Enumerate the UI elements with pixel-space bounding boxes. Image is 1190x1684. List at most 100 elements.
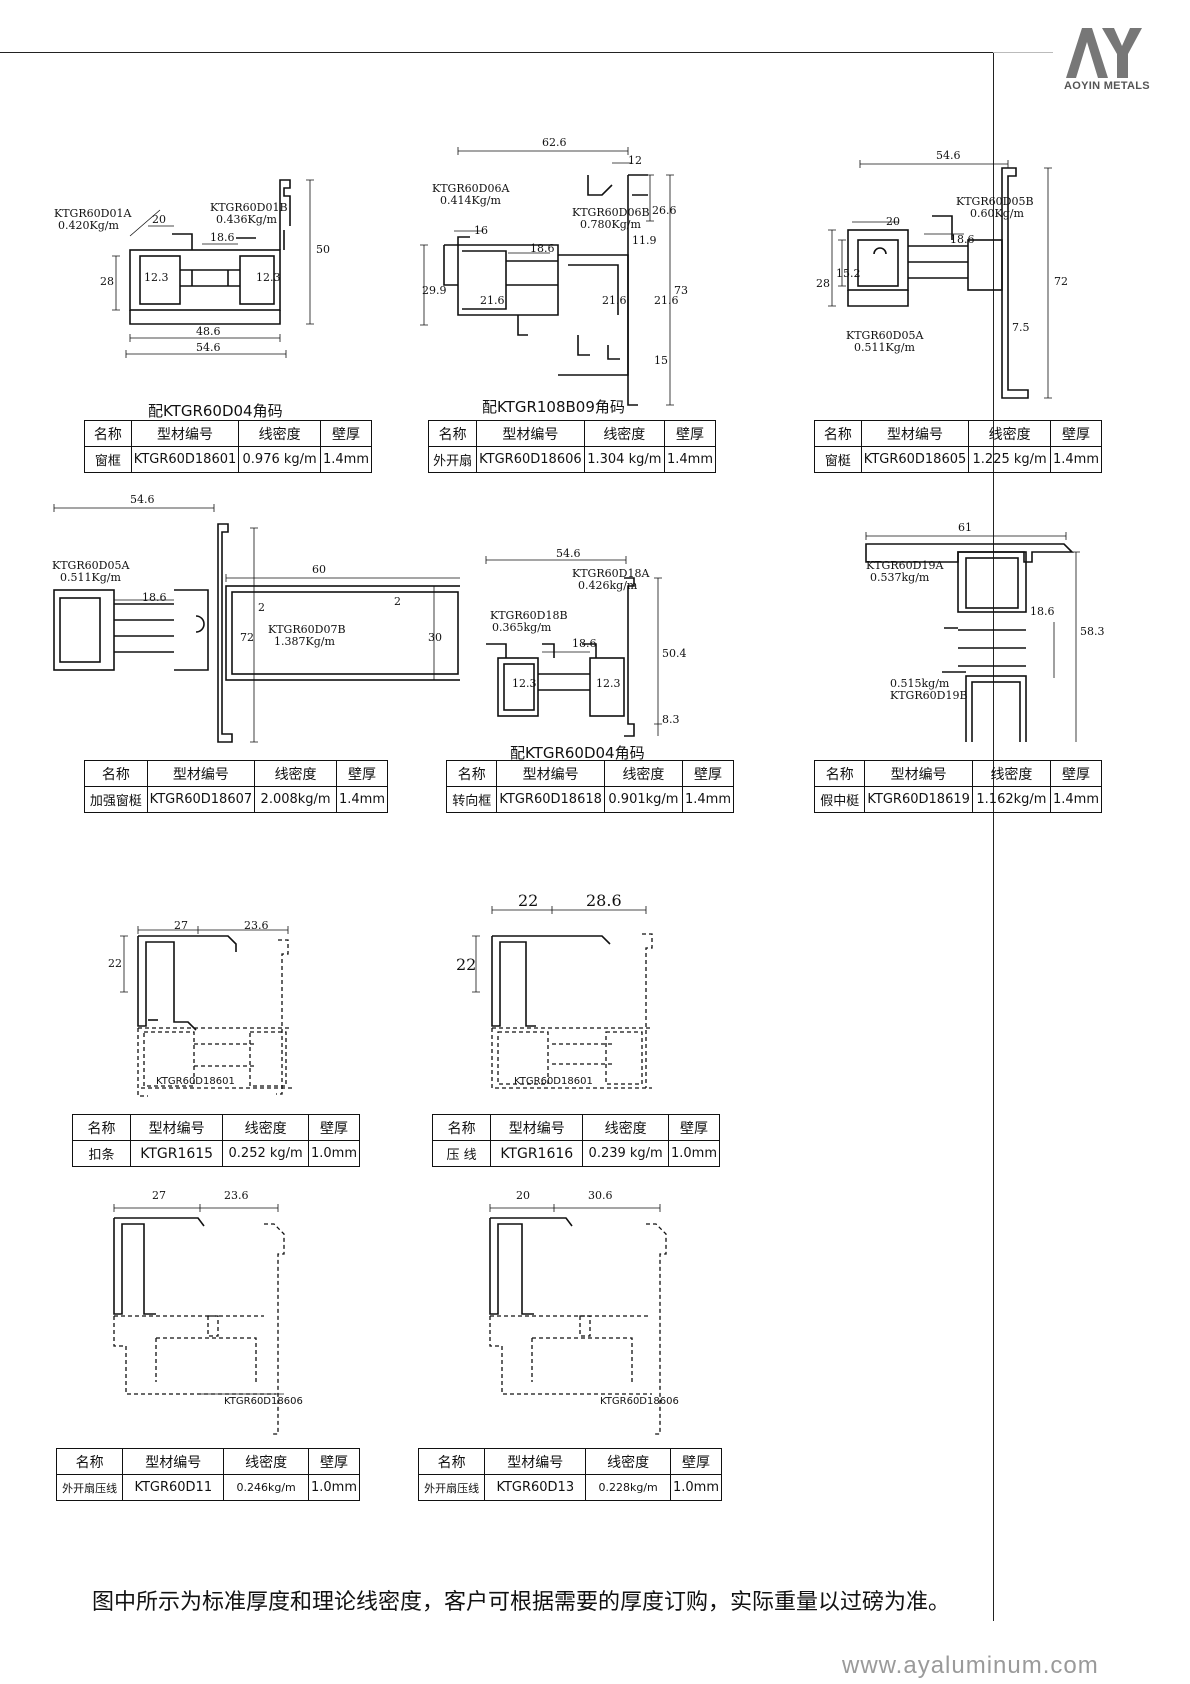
- th-wall: 壁厚: [669, 1448, 723, 1475]
- td-name: 窗梃: [814, 446, 862, 473]
- profile-drawing-1: KTGR60D01A 0.420Kg/m KTGR60D01B 0.436Kg/…: [52, 160, 352, 390]
- dim-6-b: 18.6: [1030, 605, 1055, 618]
- th-wall: 壁厚: [667, 1114, 721, 1141]
- dim-4-a: 54.6: [130, 493, 155, 506]
- td-name: 加强窗梃: [84, 786, 148, 813]
- th-name: 名称: [417, 1448, 486, 1475]
- dim-4-b: 18.6: [142, 591, 167, 604]
- td-name: 外开扇压线: [55, 1474, 124, 1501]
- th-density: 线密度: [223, 1448, 309, 1475]
- td-wall: 1.4mm: [681, 786, 735, 813]
- th-density: 线密度: [968, 420, 1051, 447]
- td-code: KTGR60D18605: [860, 446, 970, 473]
- website-url[interactable]: www.ayaluminum.com: [842, 1652, 1099, 1679]
- dim-2-d: 16: [474, 224, 488, 237]
- profile-label-7-a: KTGR60D18601: [156, 1076, 235, 1087]
- dim-3-c: 18.6: [950, 233, 975, 246]
- td-wall: 1.0mm: [667, 1140, 721, 1167]
- dim-4-c: 60: [312, 563, 326, 576]
- td-density: 0.228kg/m: [585, 1474, 671, 1501]
- profile-label-6-d: KTGR60D19B: [890, 689, 968, 702]
- th-wall: 壁厚: [1049, 760, 1103, 787]
- dim-3-e: 15.2: [836, 267, 861, 280]
- profile-drawing-7: KTGR60D18601 27 23.6 22: [108, 920, 328, 1100]
- dim-7-a: 27: [174, 919, 188, 932]
- td-code: KTGR60D11: [122, 1474, 225, 1501]
- profile-drawing-2: KTGR60D06A 0.414Kg/m KTGR60D06B 0.780Kg/…: [418, 135, 718, 415]
- td-wall: 1.0mm: [307, 1140, 361, 1167]
- th-code: 型材编号: [864, 760, 973, 787]
- td-wall: 1.4mm: [1049, 446, 1103, 473]
- dim-3-f: 72: [1054, 275, 1068, 288]
- td-name: 转向框: [445, 786, 498, 813]
- th-name: 名称: [84, 760, 148, 787]
- dim-4-d: 2: [258, 601, 265, 614]
- dim-5-a: 54.6: [556, 547, 581, 560]
- profile-drawing-3: KTGR60D05B 0.60Kg/m KTGR60D05A 0.511Kg/m…: [812, 150, 1092, 400]
- td-density: 1.162kg/m: [971, 786, 1051, 813]
- dim-8-a: 22: [518, 891, 539, 910]
- th-code: 型材编号: [484, 1448, 587, 1475]
- dim-6-a: 61: [958, 521, 972, 534]
- dim-7-c: 22: [108, 957, 122, 970]
- dim-2-k: 73: [674, 284, 688, 297]
- dim-8-b: 28.6: [586, 891, 622, 910]
- dim-5-b: 18.6: [572, 637, 597, 650]
- th-density: 线密度: [583, 420, 665, 447]
- th-wall: 壁厚: [663, 420, 717, 447]
- profile-label-5-a: KTGR60D18A: [572, 567, 650, 580]
- profile-label-8-a: KTGR60D18601: [514, 1076, 593, 1087]
- dim-2-f: 11.9: [632, 234, 657, 247]
- profile-label-1-d: 0.436Kg/m: [216, 213, 277, 226]
- profile-label-6-c: 0.515kg/m: [890, 677, 950, 690]
- profile-label-4-a: KTGR60D05A: [52, 559, 130, 572]
- td-code: KTGR1616: [490, 1140, 584, 1167]
- dim-4-e: 2: [394, 595, 401, 608]
- th-density: 线密度: [222, 1114, 309, 1141]
- dim-5-c: 12.3: [512, 677, 537, 690]
- profile-label-2-a: KTGR60D06A: [432, 182, 510, 195]
- profile-caption-1: 配KTGR60D04角码: [148, 402, 283, 420]
- th-name: 名称: [445, 760, 498, 787]
- dim-5-f: 8.3: [662, 713, 680, 726]
- td-density: 0.901kg/m: [603, 786, 683, 813]
- dim-8-c: 22: [456, 955, 477, 974]
- dim-2-c: 26.6: [652, 204, 677, 217]
- dim-1-e: 12.3: [256, 271, 281, 284]
- dim-2-a: 62.6: [542, 136, 567, 149]
- dim-1-a: 20: [152, 213, 166, 226]
- th-name: 名称: [427, 420, 478, 447]
- td-code: KTGR60D18601: [130, 446, 240, 473]
- profile-caption-5: 配KTGR60D04角码: [510, 744, 645, 762]
- company-logo: AOYIN METALS: [1062, 24, 1152, 94]
- dim-1-h: 54.6: [196, 341, 221, 354]
- dim-1-d: 12.3: [144, 271, 169, 284]
- profile-label-2-b: 0.414Kg/m: [440, 194, 501, 207]
- dim-10-b: 30.6: [588, 1189, 613, 1202]
- profile-label-2-d: 0.780Kg/m: [580, 218, 641, 231]
- profile-label-4-c: KTGR60D07B: [268, 623, 346, 636]
- td-name: 扣条: [71, 1140, 132, 1167]
- td-density: 1.304 kg/m: [583, 446, 665, 473]
- logo-brand-text: AOYIN METALS: [1064, 80, 1150, 92]
- th-code: 型材编号: [860, 420, 970, 447]
- td-code: KTGR60D18606: [476, 446, 585, 473]
- dim-1-f: 50: [316, 243, 330, 256]
- th-name: 名称: [71, 1114, 132, 1141]
- profile-label-1-a: KTGR60D01A: [54, 207, 132, 220]
- td-name: 压 线: [431, 1140, 492, 1167]
- profile-label-6-b: 0.537kg/m: [870, 571, 930, 584]
- profile-label-4-d: 1.387Kg/m: [274, 635, 335, 648]
- th-name: 名称: [431, 1114, 492, 1141]
- td-density: 0.239 kg/m: [582, 1140, 669, 1167]
- th-density: 线密度: [582, 1114, 669, 1141]
- dim-2-e: 18.6: [530, 242, 555, 255]
- dim-3-d: 28: [816, 277, 830, 290]
